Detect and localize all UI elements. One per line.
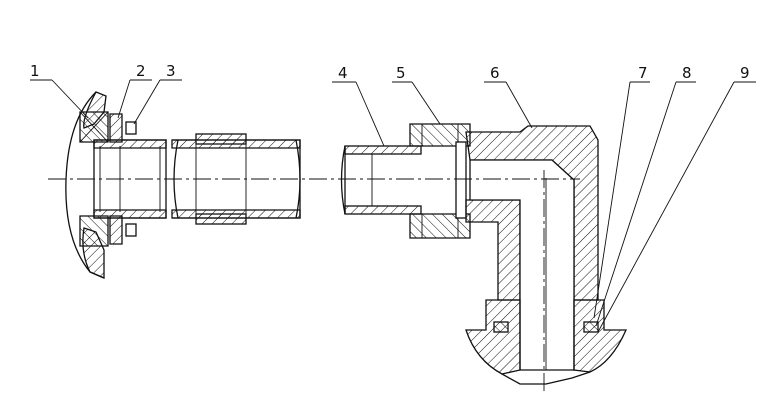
callout-3: 3: [166, 62, 176, 80]
callout-8: 8: [682, 64, 692, 82]
callout-6: 6: [490, 64, 500, 82]
callout-7: 7: [638, 64, 648, 82]
leader-lines: [30, 79, 756, 333]
callout-1: 1: [30, 62, 40, 80]
pipe-section: [171, 133, 301, 225]
callout-5: 5: [396, 64, 406, 82]
callout-4: 4: [338, 64, 348, 82]
union-assembly: [340, 123, 471, 239]
callout-2: 2: [136, 62, 146, 80]
wall-flange-assembly: [65, 91, 167, 279]
callout-9: 9: [740, 64, 750, 82]
elbow-fitting: [465, 125, 627, 385]
